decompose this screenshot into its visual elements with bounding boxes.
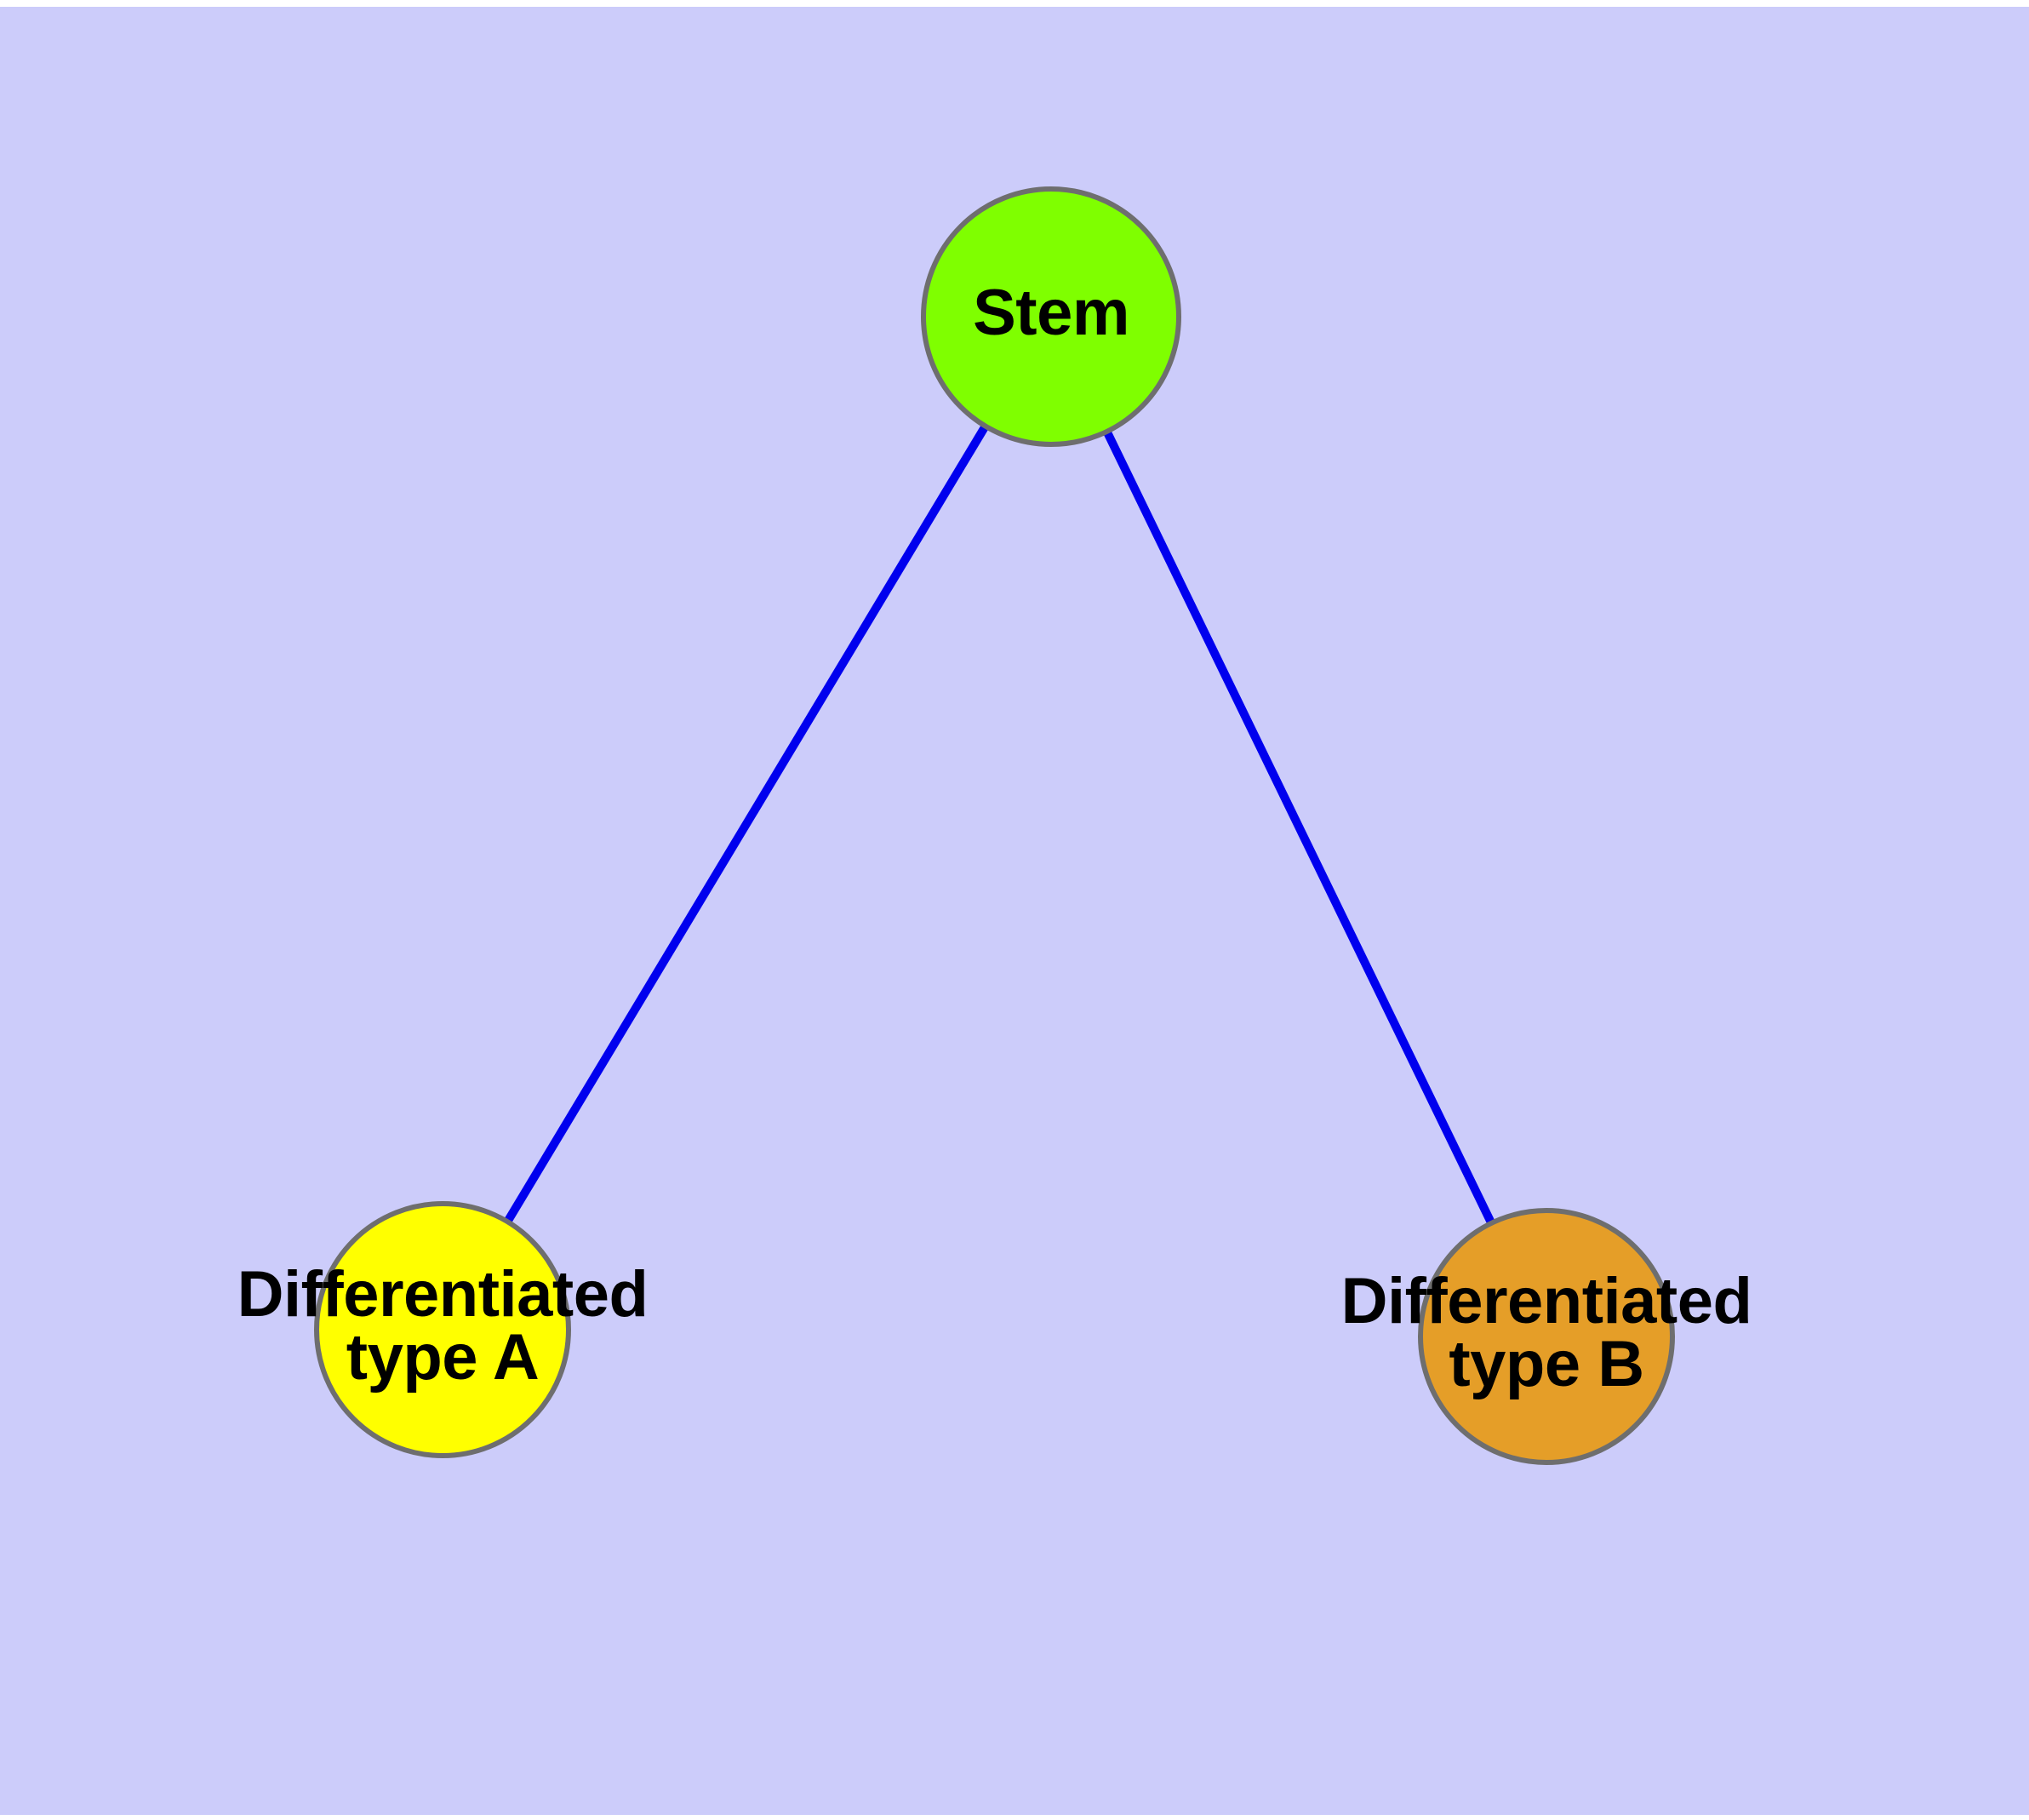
node-differentiated-type-a[interactable]	[314, 1201, 571, 1458]
edge-stem-to-diff-a[interactable]	[502, 422, 991, 1226]
edge-layer	[502, 422, 1496, 1227]
node-layer	[314, 186, 1675, 1465]
graph-svg	[314, 186, 1675, 1465]
node-stem[interactable]	[921, 186, 1181, 447]
node-differentiated-type-b[interactable]	[1418, 1208, 1675, 1465]
edge-stem-to-diff-b[interactable]	[1102, 427, 1496, 1227]
